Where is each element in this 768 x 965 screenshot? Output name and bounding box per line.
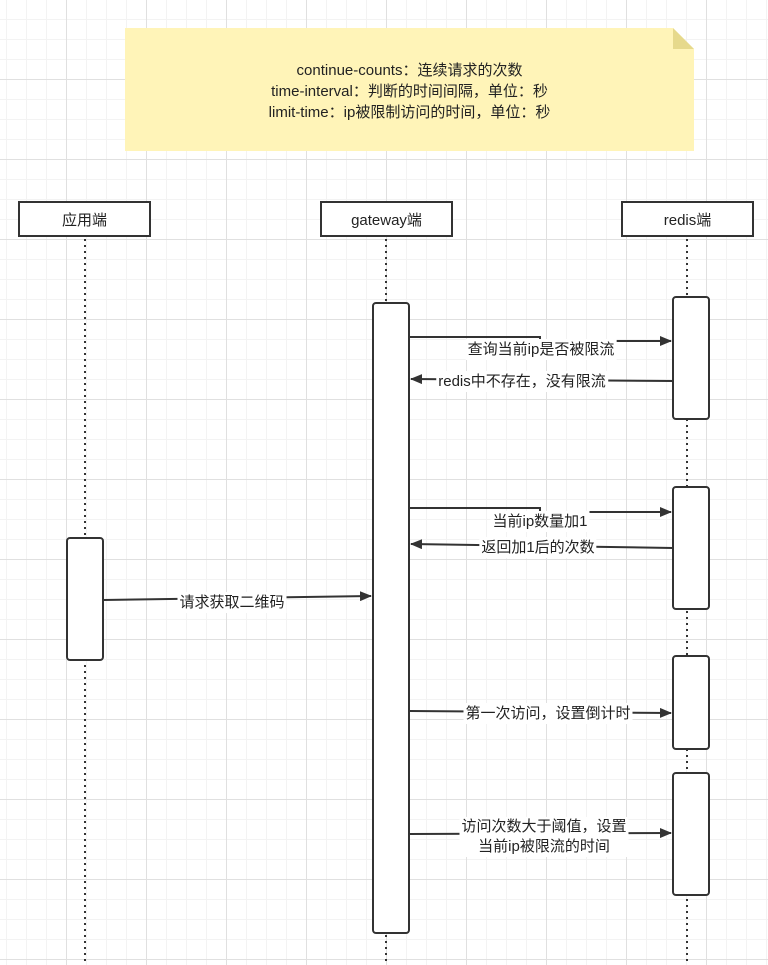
message-ip-count-inc: 当前ip数量加1 (490, 511, 590, 532)
note-line: limit-time：ip被限制访问的时间，单位：秒 (268, 104, 551, 121)
message-first-visit: 第一次访问，设置倒计时 (463, 703, 633, 724)
message-redis-not-exist: redis中不存在，没有限流 (436, 371, 608, 392)
actor-app: 应用端 (18, 201, 151, 237)
activation-redis-1 (672, 296, 710, 420)
activation-app (66, 537, 104, 661)
message-query-limited: 查询当前ip是否被限流 (465, 339, 617, 360)
note-box (125, 28, 694, 151)
note-line: continue-counts：连续请求的次数 (296, 62, 523, 79)
message-request-qrcode: 请求获取二维码 (177, 592, 287, 613)
message-over-threshold-line2: 当前ip被限流的时间 (478, 838, 610, 855)
activation-redis-4 (672, 772, 710, 896)
note-text: continue-counts：连续请求的次数 time-interval：判断… (125, 60, 694, 123)
actor-redis: redis端 (621, 201, 754, 237)
note-line: time-interval：判断的时间间隔，单位：秒 (271, 83, 548, 100)
activation-redis-2 (672, 486, 710, 610)
message-return-count: 返回加1后的次数 (479, 537, 597, 558)
message-over-threshold-line1: 访问次数大于阈值，设置 (461, 818, 627, 835)
actor-gateway: gateway端 (320, 201, 453, 237)
arrow-ip-count-inc (410, 507, 672, 517)
activation-gateway (372, 302, 410, 934)
activation-redis-3 (672, 655, 710, 750)
message-over-threshold: 访问次数大于阈值，设置 当前ip被限流的时间 (459, 817, 629, 857)
